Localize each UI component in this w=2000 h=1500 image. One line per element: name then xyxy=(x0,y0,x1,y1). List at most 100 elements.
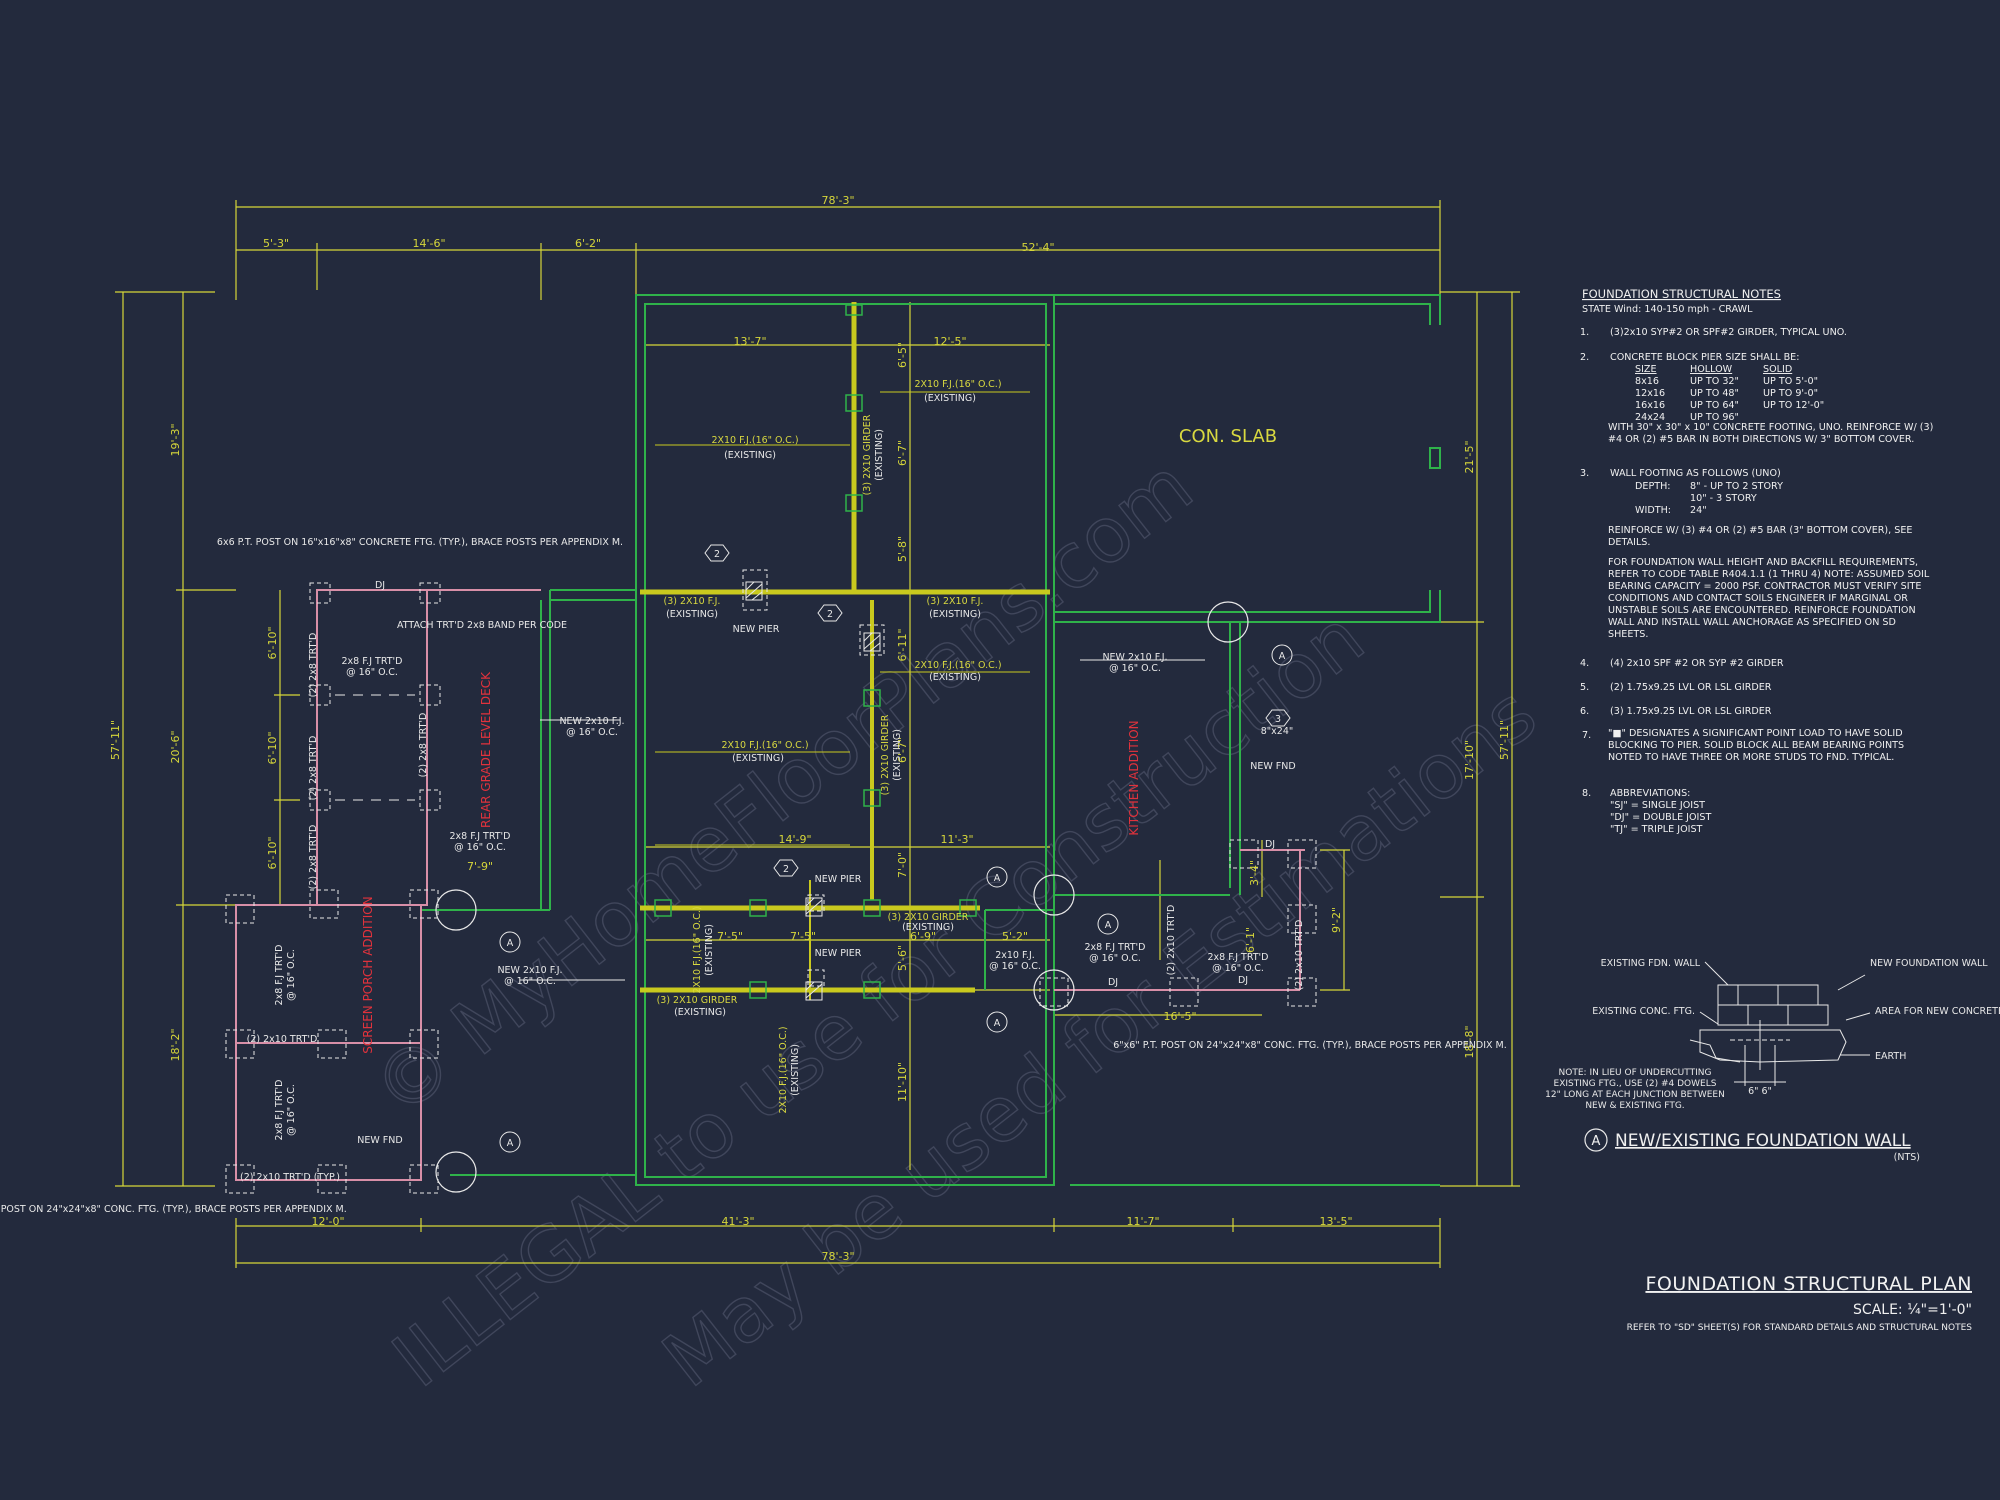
label-existing-1: (EXISTING) xyxy=(724,450,776,461)
marker-a-1: A xyxy=(507,938,514,949)
label-2x10-fj: 2x10 F.J. xyxy=(995,950,1035,961)
new-piers xyxy=(745,581,881,1001)
depth-v1: 8" - UP TO 2 STORY xyxy=(1690,481,1783,492)
detail-title: NEW/EXISTING FOUNDATION WALL xyxy=(1615,1131,1911,1151)
note-7-box: "■" DESIGNATES A SIGNIFICANT POINT LOAD … xyxy=(1608,728,1904,763)
detail-note: NOTE: IN LIEU OF UNDERCUTTING EXISTING F… xyxy=(1545,1068,1725,1111)
detail-dowel-dim: 6" 6" xyxy=(1748,1086,1772,1097)
note-2b-box: WITH 30" x 30" x 10" CONCRETE FOOTING, U… xyxy=(1608,422,1933,445)
note-8: ABBREVIATIONS: xyxy=(1610,788,1690,799)
label-existing-6: (EXISTING) xyxy=(929,609,981,620)
dim-int-2: 12'-5" xyxy=(933,335,966,348)
plan-labels: 2X10 F.J.(16" O.C.) (EXISTING) 2X10 F.J.… xyxy=(0,379,1507,1215)
detail-marker: A xyxy=(1592,1134,1601,1149)
width-label: WIDTH: xyxy=(1635,505,1671,516)
label-existing-8: (EXISTING) xyxy=(892,729,903,781)
label-post-note-3: 6"x6" P.T. POST ON 24"x24"x8" CONC. FTG.… xyxy=(0,1204,347,1215)
label-existing-4: (EXISTING) xyxy=(732,753,784,764)
dim-int-18: 16'-5" xyxy=(1163,1010,1196,1023)
label-fj-vert: 2X10 F.J.(16" O.C.) xyxy=(692,906,703,993)
label-post-note-1: 6x6 P.T. POST ON 16"x16"x8" CONCRETE FTG… xyxy=(217,537,623,548)
label-existing-11: (EXISTING) xyxy=(704,924,715,976)
detail-new-concrete: AREA FOR NEW CONCRETE xyxy=(1875,1006,2000,1017)
label-new-fj-1: NEW 2x10 F.J. xyxy=(559,716,624,727)
pier-head-size: SIZE xyxy=(1635,364,1657,375)
label-fj-vert-2: 2X10 F.J.(16" O.C.) xyxy=(778,1026,789,1113)
label-new-pier-2: NEW PIER xyxy=(815,874,862,885)
dim-int-12: 7'-5" xyxy=(790,930,816,943)
new-framing xyxy=(235,589,1305,1181)
label-con-slab: CON. SLAB xyxy=(1179,426,1277,447)
marker-a-6: A xyxy=(1279,651,1286,662)
pier-r2-c1: 12x16 xyxy=(1635,388,1665,399)
label-new-pier-3: NEW PIER xyxy=(815,948,862,959)
detail-new-wall: NEW FOUNDATION WALL xyxy=(1870,958,1988,969)
marker-a-2: A xyxy=(507,1138,514,1149)
pier-head-solid: SOLID xyxy=(1763,364,1792,375)
label-existing-12: (EXISTING) xyxy=(790,1044,801,1096)
dim-right-2: 17'-10" xyxy=(1463,740,1476,780)
dim-left-inner-2: 6'-10" xyxy=(266,731,279,764)
dim-right-1: 21'-5" xyxy=(1463,440,1476,473)
note-3b-box: REINFORCE W/ (3) #4 OR (2) #5 BAR (3" BO… xyxy=(1608,525,1913,548)
dim-int-7: 6'-7" xyxy=(896,737,909,763)
dimension-text: 78'-3" 5'-3" 14'-6" 6'-2" 52'-4" 12'-0" … xyxy=(109,194,1511,1263)
note-7-num: 7. xyxy=(1582,730,1591,741)
dim-int-16: 11'-10" xyxy=(896,1062,909,1102)
dim-int-13: 6'-9" xyxy=(910,930,936,943)
label-footing-8x24: 8"x24" xyxy=(1261,726,1294,737)
note-1: (3)2x10 SYP#2 OR SPF#2 GIRDER, TYPICAL U… xyxy=(1610,327,1847,338)
label-girder-3-2x10: (3) 2X10 F.J. xyxy=(664,596,721,607)
label-2x8-trtd-3: 2x8 F.J TRT'D xyxy=(1085,942,1146,953)
detail-existing-ftg: EXISTING CONC. FTG. xyxy=(1592,1006,1695,1017)
label-kitchen-addition: KITCHEN ADDITION xyxy=(1127,720,1141,835)
label-new-fj-2: NEW 2x10 F.J. xyxy=(1102,652,1167,663)
dim-int-4: 6'-7" xyxy=(896,440,909,466)
plan-refer: REFER TO "SD" SHEET(S) FOR STANDARD DETA… xyxy=(1627,1323,1973,1333)
label-2x8-trtd-4: 2x8 F.J TRT'D xyxy=(1208,952,1269,963)
detail-note-box: NOTE: IN LIEU OF UNDERCUTTING EXISTING F… xyxy=(1545,1068,1725,1111)
dim-right-small-2: 9'-2" xyxy=(1330,907,1343,933)
label-at16-6: @ 16" O.C. xyxy=(1089,953,1141,964)
label-existing-10: (EXISTING) xyxy=(902,922,954,933)
label-screen-porch: SCREEN PORCH ADDITION xyxy=(361,896,375,1053)
abbr-2: "DJ" = DOUBLE JOIST xyxy=(1610,812,1711,823)
dim-int-9: 11'-3" xyxy=(940,833,973,846)
note-5: (2) 1.75x9.25 LVL OR LSL GIRDER xyxy=(1610,682,1772,693)
foundation-walls xyxy=(420,294,1441,1186)
dim-int-8: 14'-9" xyxy=(778,833,811,846)
dim-left-2: 20'-6" xyxy=(169,730,182,763)
label-at16-8: @ 16" O.C. xyxy=(286,949,297,1001)
label-existing-3: (EXISTING) xyxy=(929,672,981,683)
dim-bottom-4: 13'-5" xyxy=(1319,1215,1352,1228)
dim-int-15: 5'-6" xyxy=(896,945,909,971)
label-at16-5: @ 16" O.C. xyxy=(454,842,506,853)
marker-text: A A A A A A 2 2 2 3 xyxy=(507,549,1286,1149)
marker-a-3: A xyxy=(994,873,1001,884)
dim-top-2: 14'-6" xyxy=(412,237,445,250)
pier-head-hollow: HOLLOW xyxy=(1690,364,1733,375)
detail-a-drawing xyxy=(1689,961,1871,1086)
label-existing-5: (EXISTING) xyxy=(666,609,718,620)
plan-title: FOUNDATION STRUCTURAL PLAN xyxy=(1645,1273,1972,1295)
label-fj-existing-2: 2X10 F.J.(16" O.C.) xyxy=(914,379,1001,390)
marker-2-1: 2 xyxy=(714,549,720,560)
structural-notes: FOUNDATION STRUCTURAL NOTES STATE Wind: … xyxy=(1580,287,1933,835)
label-2-2x8-trtd-2: (2) 2x8 TRT'D xyxy=(308,736,319,801)
note-3c-box: FOR FOUNDATION WALL HEIGHT AND BACKFILL … xyxy=(1608,557,1929,640)
depth-label: DEPTH: xyxy=(1635,481,1671,492)
label-at16-10: @ 16" O.C. xyxy=(989,961,1041,972)
section-circles xyxy=(435,601,1249,1193)
label-dj-1: DJ xyxy=(375,580,385,591)
dim-bottom-1: 12'-0" xyxy=(311,1215,344,1228)
dim-left-inner-1: 6'-10" xyxy=(266,626,279,659)
label-dj-4: DJ xyxy=(1108,977,1118,988)
label-existing-9: (EXISTING) xyxy=(674,1007,726,1018)
label-fj-existing-1: 2X10 F.J.(16" O.C.) xyxy=(711,435,798,446)
pier-r1-c2: UP TO 32" xyxy=(1690,376,1739,387)
note-6: (3) 1.75x9.25 LVL OR LSL GIRDER xyxy=(1610,706,1772,717)
dim-overall-top: 78'-3" xyxy=(821,194,854,207)
label-fj-existing-4: 2X10 F.J.(16" O.C.) xyxy=(721,740,808,751)
label-girder-vert: (3) 2X10 GIRDER xyxy=(862,414,873,495)
